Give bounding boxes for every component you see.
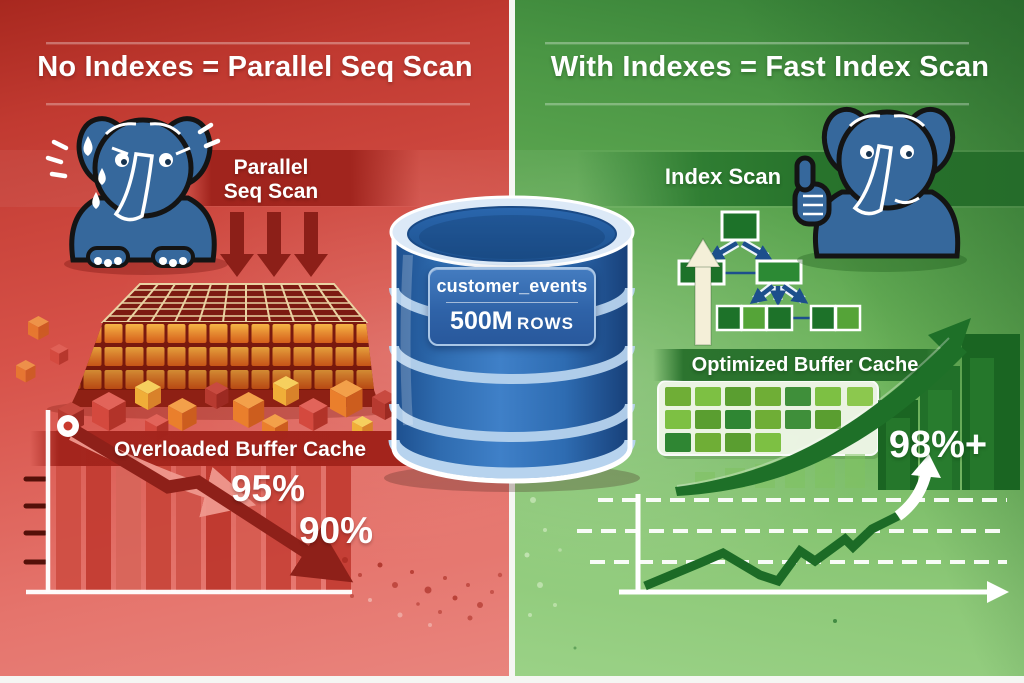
optimized-buffer-cache-icon (657, 380, 881, 459)
right-title: With Indexes = Fast Index Scan (550, 51, 990, 83)
growth-swoosh-arrow-icon (675, 318, 971, 496)
database-cylinder: customer_events 500M ROWS (378, 170, 646, 500)
title-rule-bottom (46, 103, 470, 106)
table-info-label: customer_events 500M ROWS (428, 267, 596, 346)
table-row-count: 500M ROWS (434, 307, 590, 336)
title-rule-top (545, 42, 969, 45)
row-count-unit: ROWS (517, 314, 574, 333)
label-divider (446, 302, 578, 303)
no-index-illustration (0, 42, 509, 627)
speckle-texture (342, 557, 503, 627)
left-title: No Indexes = Parallel Seq Scan (37, 51, 473, 83)
postgres-elephant-thumbs-up-icon (792, 106, 967, 272)
index-scan-label: Index Scan (664, 164, 782, 189)
title-rule-bottom (545, 103, 969, 106)
parallel-seq-scan-banner (188, 150, 420, 206)
with-index-illustration (515, 42, 1024, 650)
optimized-buffer-cache-label: Optimized Buffer Cache (691, 354, 919, 376)
index-lookup-up-arrow-icon (684, 237, 722, 346)
cache-hit-90-label: 90% (298, 510, 374, 551)
title-rule-top (46, 42, 470, 45)
overloaded-buffer-cache-label: Overloaded Buffer Cache (113, 438, 367, 461)
cache-hit-95-label: 95% (230, 468, 306, 509)
rising-cache-chart (577, 454, 1009, 603)
seq-scan-down-arrows-icon (220, 212, 328, 277)
parallel-seq-scan-label: Parallel Seq Scan (205, 156, 337, 203)
bottom-frame (0, 676, 1024, 683)
declining-cache-chart (23, 410, 450, 595)
optimized-buffer-cache-banner (653, 349, 957, 381)
btree-index-icon (677, 210, 862, 346)
postgres-elephant-stressed-icon (45, 116, 228, 275)
scan-label-line1: Parallel (233, 156, 309, 179)
row-count-value: 500M (450, 307, 513, 335)
table-name: customer_events (436, 276, 588, 296)
scan-label-line2: Seq Scan (223, 179, 319, 203)
cache-hit-98-label: 98%+ (888, 424, 988, 466)
